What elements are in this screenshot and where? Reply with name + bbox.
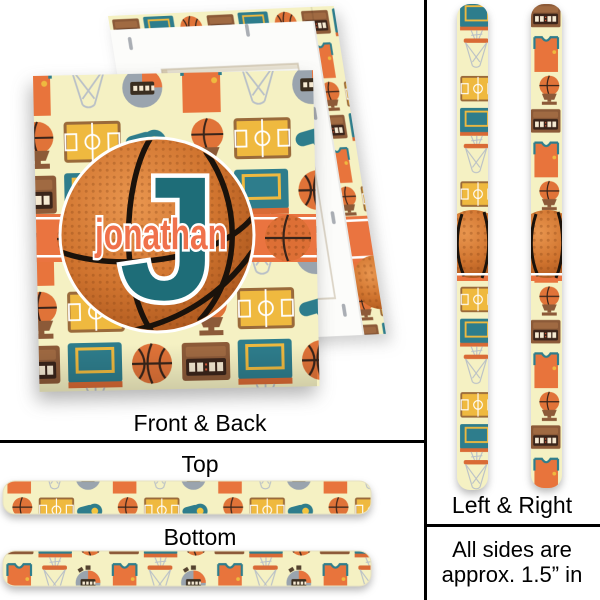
divider-vertical <box>424 0 427 600</box>
center-basketball <box>58 136 256 334</box>
label-front-back: Front & Back <box>133 410 267 436</box>
size-note-line1: All sides are <box>452 537 572 562</box>
left-strip-ribbon-section <box>457 210 488 281</box>
label-top: Top <box>181 451 219 477</box>
label-left-right: Left & Right <box>451 492 573 518</box>
canvas-bottom-shade <box>33 344 317 392</box>
label-bottom: Bottom <box>163 524 237 550</box>
stretcher-shadow-top <box>161 63 299 75</box>
right-strip-ribbon-section <box>531 210 562 281</box>
divider-horizontal-right <box>425 524 600 527</box>
size-note: All sides are approx. 1.5” in <box>428 537 596 587</box>
basketball-seams <box>62 140 252 330</box>
bottom-side-strip <box>2 550 372 587</box>
monogram-letter: J <box>119 141 217 337</box>
size-note-line2: approx. 1.5” in <box>441 562 583 587</box>
ribbon-basketball-right <box>265 214 311 262</box>
left-side-strip <box>457 4 488 490</box>
right-side-strip <box>531 4 562 488</box>
canvas-front-view: J jonathan <box>32 70 320 392</box>
personalized-name: jonathan <box>94 210 227 259</box>
staples <box>127 23 347 317</box>
divider-horizontal-left <box>0 440 425 443</box>
wrap-edge-line <box>310 6 365 335</box>
canvas-back-top-wrap <box>108 5 337 30</box>
top-side-strip <box>2 480 372 515</box>
